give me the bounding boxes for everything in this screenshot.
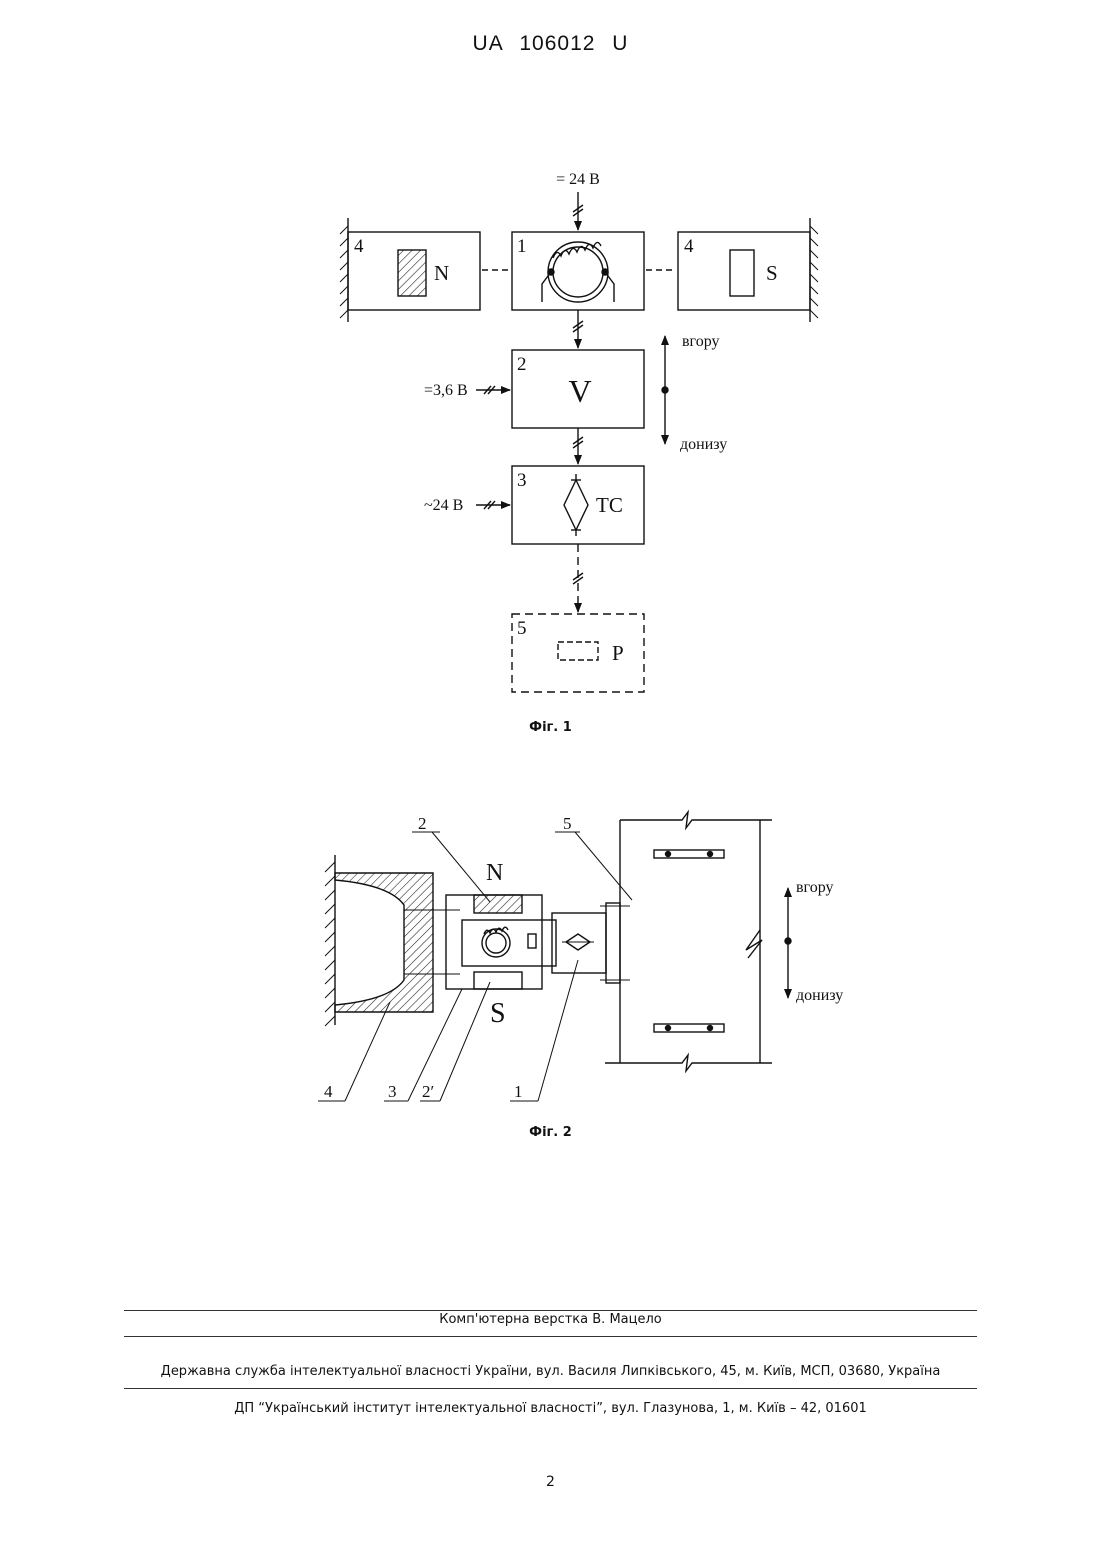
fig2-label-2: 2 <box>418 814 427 833</box>
block5-symbol: Р <box>612 641 624 665</box>
direction-down-label: донизу <box>680 436 727 453</box>
block4-left-number: 4 <box>354 236 364 257</box>
footer-rule-middle <box>124 1336 977 1337</box>
footer-rule-top <box>124 1310 977 1311</box>
supply-block2-label: =3,6 В <box>424 382 468 399</box>
agency-address: Державна служба інтелектуальної власност… <box>124 1364 977 1379</box>
fig2-label-5: 5 <box>563 814 572 833</box>
fig2-direction-down: донизу <box>796 987 843 1004</box>
figure-2-diagram: 2 5 N S вгору донизу 4 3 2′ 1 <box>0 800 1101 1130</box>
supply-block3-label: ~24 В <box>424 497 463 514</box>
block1-number: 1 <box>517 236 527 257</box>
fig2-direction-up: вгору <box>796 879 834 896</box>
figure-1-diagram: = 24 В 4 N 1 4 S 2 V =3,6 В вгору донизу… <box>0 0 1101 720</box>
footer-rule-bottom <box>124 1388 977 1389</box>
fig2-label-4: 4 <box>324 1082 333 1101</box>
block3-symbol: ТС <box>596 493 623 517</box>
magnet-n-label: N <box>434 261 449 285</box>
block2-number: 2 <box>517 354 527 375</box>
layout-credit: Комп'ютерна верстка В. Мацело <box>124 1312 977 1327</box>
block4-right-number: 4 <box>684 236 694 257</box>
page-number: 2 <box>0 1474 1101 1490</box>
fig2-label-1: 1 <box>514 1082 523 1101</box>
magnet-s-label: S <box>766 261 778 285</box>
institute-address: ДП “Український інститут інтелектуальної… <box>124 1401 977 1416</box>
supply-top-label: = 24 В <box>556 171 600 188</box>
block2-symbol: V <box>568 373 591 409</box>
fig2-label-3: 3 <box>388 1082 397 1101</box>
block3-number: 3 <box>517 470 527 491</box>
figure-1-caption: Фіг. 1 <box>0 720 1101 735</box>
block5-number: 5 <box>517 618 527 639</box>
fig2-magnet-s: S <box>490 998 506 1029</box>
direction-up-label: вгору <box>682 333 720 350</box>
fig2-label-2-prime: 2′ <box>422 1082 434 1101</box>
figure-2-caption: Фіг. 2 <box>0 1125 1101 1140</box>
fig2-magnet-n: N <box>486 860 503 886</box>
